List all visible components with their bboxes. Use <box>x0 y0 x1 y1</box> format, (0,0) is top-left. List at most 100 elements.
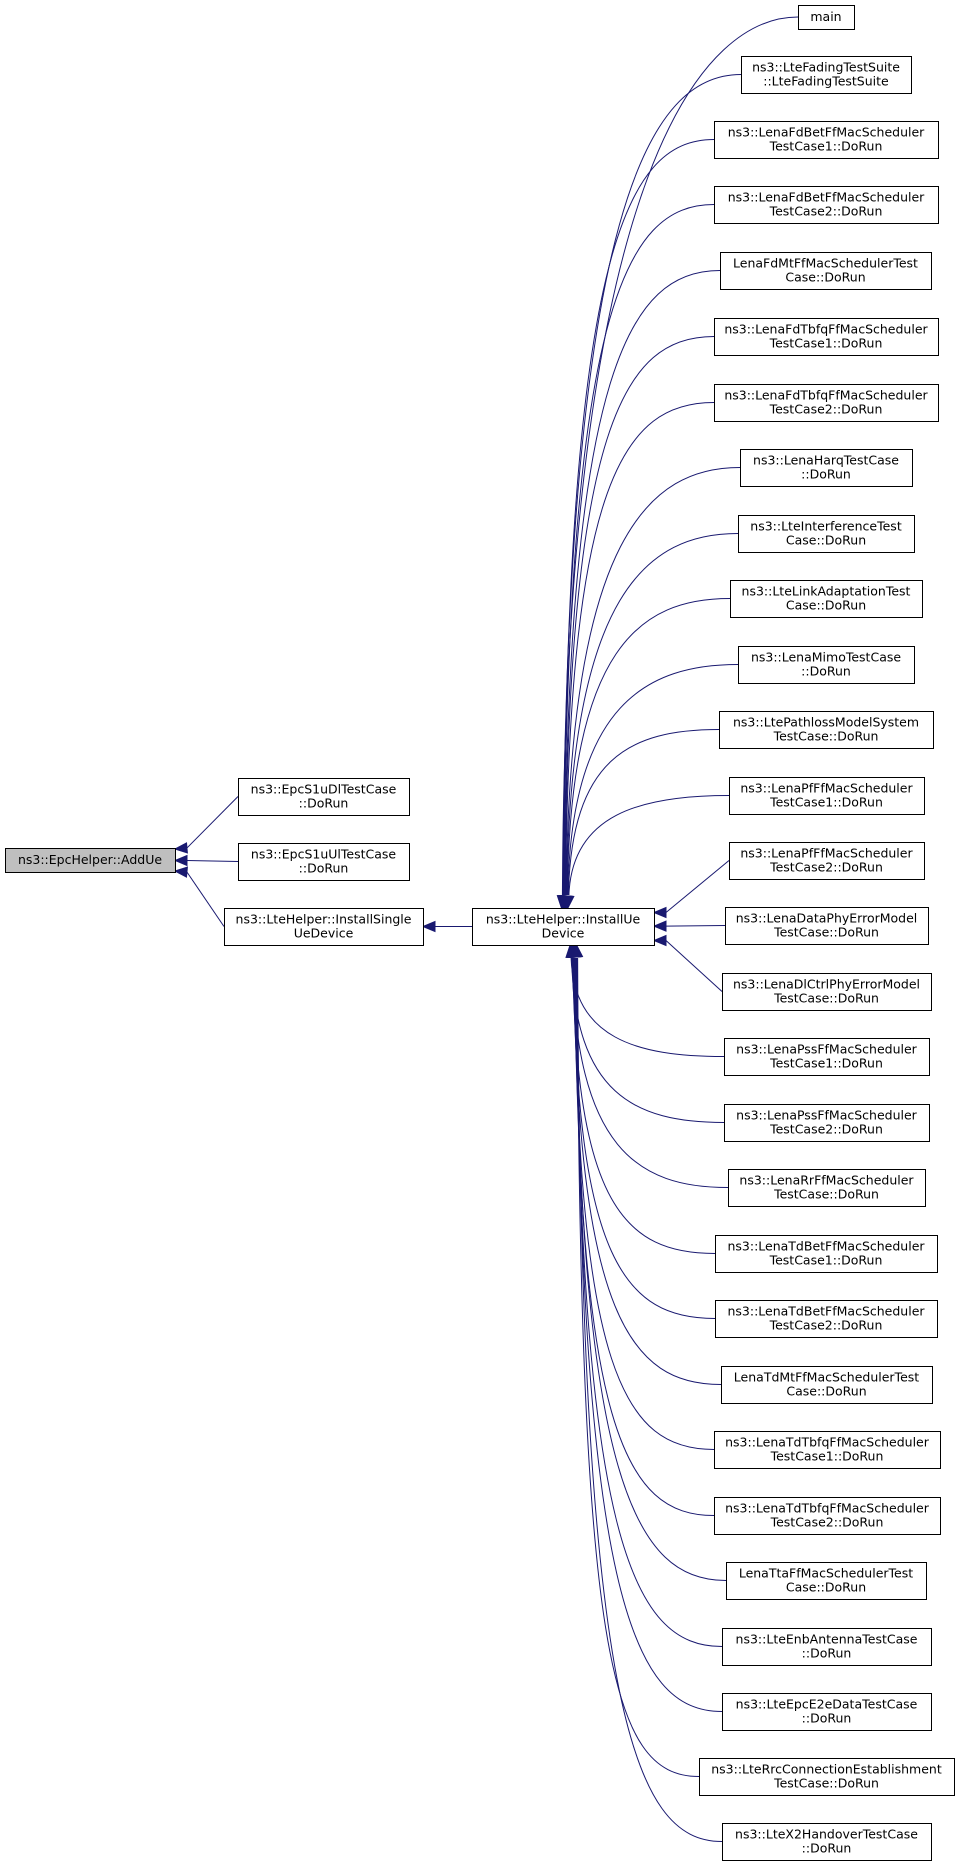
edge-line <box>568 795 730 896</box>
node-c27[interactable]: ns3::LteRrcConnectionEstablishmentTestCa… <box>699 1758 955 1796</box>
node-label: ::DoRun <box>299 796 349 811</box>
node-label: Case::DoRun <box>786 1384 866 1399</box>
edge-c27-to-installue <box>571 943 700 1777</box>
arrow-head <box>652 934 667 947</box>
node-label: Case::DoRun <box>785 270 865 285</box>
node-c10[interactable]: ns3::LenaMimoTestCase::DoRun <box>738 646 915 684</box>
node-label: TestCase1::DoRun <box>769 336 883 351</box>
node-c7[interactable]: ns3::LenaHarqTestCase::DoRun <box>740 449 913 487</box>
node-c20[interactable]: ns3::LenaTdBetFfMacSchedulerTestCase2::D… <box>715 1300 938 1338</box>
node-c14[interactable]: ns3::LenaDataPhyErrorModelTestCase::DoRu… <box>725 907 929 945</box>
node-c5[interactable]: ns3::LenaFdTbfqFfMacSchedulerTestCase1::… <box>714 318 939 356</box>
edge-line <box>576 957 700 1777</box>
node-c23[interactable]: ns3::LenaTdTbfqFfMacSchedulerTestCase2::… <box>714 1497 941 1535</box>
edge-c14-to-installue <box>652 920 726 932</box>
edge-line <box>571 957 729 1188</box>
edge-c4-to-installue <box>558 270 721 910</box>
node-c12[interactable]: ns3::LenaPfFfMacSchedulerTestCase1::DoRu… <box>729 777 925 815</box>
edge-line <box>566 598 731 896</box>
node-box <box>798 5 855 30</box>
node-c17[interactable]: ns3::LenaPssFfMacSchedulerTestCase2::DoR… <box>724 1104 930 1142</box>
node-c16[interactable]: ns3::LenaPssFfMacSchedulerTestCase1::DoR… <box>724 1038 930 1076</box>
node-c6[interactable]: ns3::LenaFdTbfqFfMacSchedulerTestCase2::… <box>714 384 939 422</box>
node-addue[interactable]: ns3::EpcHelper::AddUe <box>5 848 176 873</box>
node-c25[interactable]: ns3::LteEnbAntennaTestCase::DoRun <box>722 1628 932 1666</box>
node-label: ns3::LteHelper::InstallSingle <box>236 912 412 927</box>
edge-c11-to-installue <box>562 729 720 910</box>
edge-line <box>571 957 725 1123</box>
node-label: ns3::LteHelper::InstallUe <box>486 912 641 927</box>
node-c15[interactable]: ns3::LenaDlCtrlPhyErrorModelTestCase::Do… <box>722 973 932 1011</box>
node-label: ns3::LteLinkAdaptationTest <box>742 584 911 599</box>
node-label: ns3::LenaPssFfMacScheduler <box>736 1042 918 1057</box>
node-label: TestCase1::DoRun <box>770 1449 884 1464</box>
node-c26[interactable]: ns3::LteEpcE2eDataTestCase::DoRun <box>722 1693 932 1731</box>
node-c28[interactable]: ns3::LteX2HandoverTestCase::DoRun <box>722 1823 932 1861</box>
node-c19[interactable]: ns3::LenaTdBetFfMacSchedulerTestCase1::D… <box>715 1235 938 1273</box>
node-label: TestCase2::DoRun <box>769 1318 883 1333</box>
node-box <box>738 646 915 684</box>
node-label: ns3::LenaRrFfMacScheduler <box>739 1173 914 1188</box>
node-label: TestCase2::DoRun <box>769 860 883 875</box>
node-box <box>722 973 932 1011</box>
node-label: ns3::EpcS1uUlTestCase <box>251 847 396 862</box>
node-box <box>728 1169 926 1207</box>
node-epcul[interactable]: ns3::EpcS1uUlTestCase::DoRun <box>238 843 410 881</box>
node-label: ns3::LenaTdTbfqFfMacScheduler <box>725 1501 930 1516</box>
node-label: ns3::EpcS1uDlTestCase <box>251 782 397 797</box>
arrow-head <box>173 866 188 878</box>
node-box <box>714 384 939 422</box>
edge-epcdl-to-addue <box>173 796 239 854</box>
node-c11[interactable]: ns3::LtePathlossModelSystemTestCase::DoR… <box>719 711 934 749</box>
node-c0[interactable]: main <box>798 5 855 30</box>
node-c1[interactable]: ns3::LteFadingTestSuite::LteFadingTestSu… <box>741 56 912 94</box>
node-box <box>720 252 932 290</box>
node-label: ns3::LtePathlossModelSystem <box>733 715 919 730</box>
node-label: Device <box>542 926 585 941</box>
edge-line <box>186 796 239 849</box>
node-box <box>714 1431 941 1469</box>
edge-c7-to-installue <box>560 467 741 910</box>
node-label: ns3::LenaFdTbfqFfMacScheduler <box>724 322 928 337</box>
node-label: ns3::LteEnbAntennaTestCase <box>736 1632 918 1647</box>
node-label: LenaFdMtFfMacSchedulerTest <box>733 256 918 271</box>
node-box <box>741 56 912 94</box>
node-label: ::DoRun <box>299 861 349 876</box>
edge-line <box>564 270 721 896</box>
node-c2[interactable]: ns3::LenaFdBetFfMacSchedulerTestCase1::D… <box>714 121 939 159</box>
node-c3[interactable]: ns3::LenaFdBetFfMacSchedulerTestCase2::D… <box>714 186 939 224</box>
node-label: ::DoRun <box>801 467 851 482</box>
node-label: ns3::LenaPssFfMacScheduler <box>736 1108 918 1123</box>
edge-c9-to-installue <box>561 598 731 910</box>
edge-line <box>577 957 723 1842</box>
node-epcdl[interactable]: ns3::EpcS1uDlTestCase::DoRun <box>238 778 410 816</box>
node-label: TestCase1::DoRun <box>769 1056 883 1071</box>
node-label: TestCase1::DoRun <box>769 795 883 810</box>
node-label: TestCase::DoRun <box>773 1776 879 1791</box>
edge-c28-to-installue <box>571 943 723 1842</box>
node-label: ns3::LenaDlCtrlPhyErrorModel <box>733 977 920 992</box>
node-box <box>729 842 925 880</box>
node-label: Case::DoRun <box>786 1580 866 1595</box>
edge-line <box>567 664 739 896</box>
node-label: ns3::LteX2HandoverTestCase <box>735 1827 918 1842</box>
arrow-head <box>652 920 667 932</box>
node-label: main <box>810 9 841 24</box>
node-label: ns3::LteRrcConnectionEstablishment <box>711 1762 942 1777</box>
edge-line <box>572 957 716 1319</box>
node-c13[interactable]: ns3::LenaPfFfMacSchedulerTestCase2::DoRu… <box>729 842 925 880</box>
edge-line <box>565 402 715 896</box>
edge-epcul-to-addue <box>173 854 239 867</box>
node-c22[interactable]: ns3::LenaTdTbfqFfMacSchedulerTestCase1::… <box>714 1431 941 1469</box>
node-label: TestCase::DoRun <box>773 991 879 1006</box>
edge-line <box>665 860 730 913</box>
